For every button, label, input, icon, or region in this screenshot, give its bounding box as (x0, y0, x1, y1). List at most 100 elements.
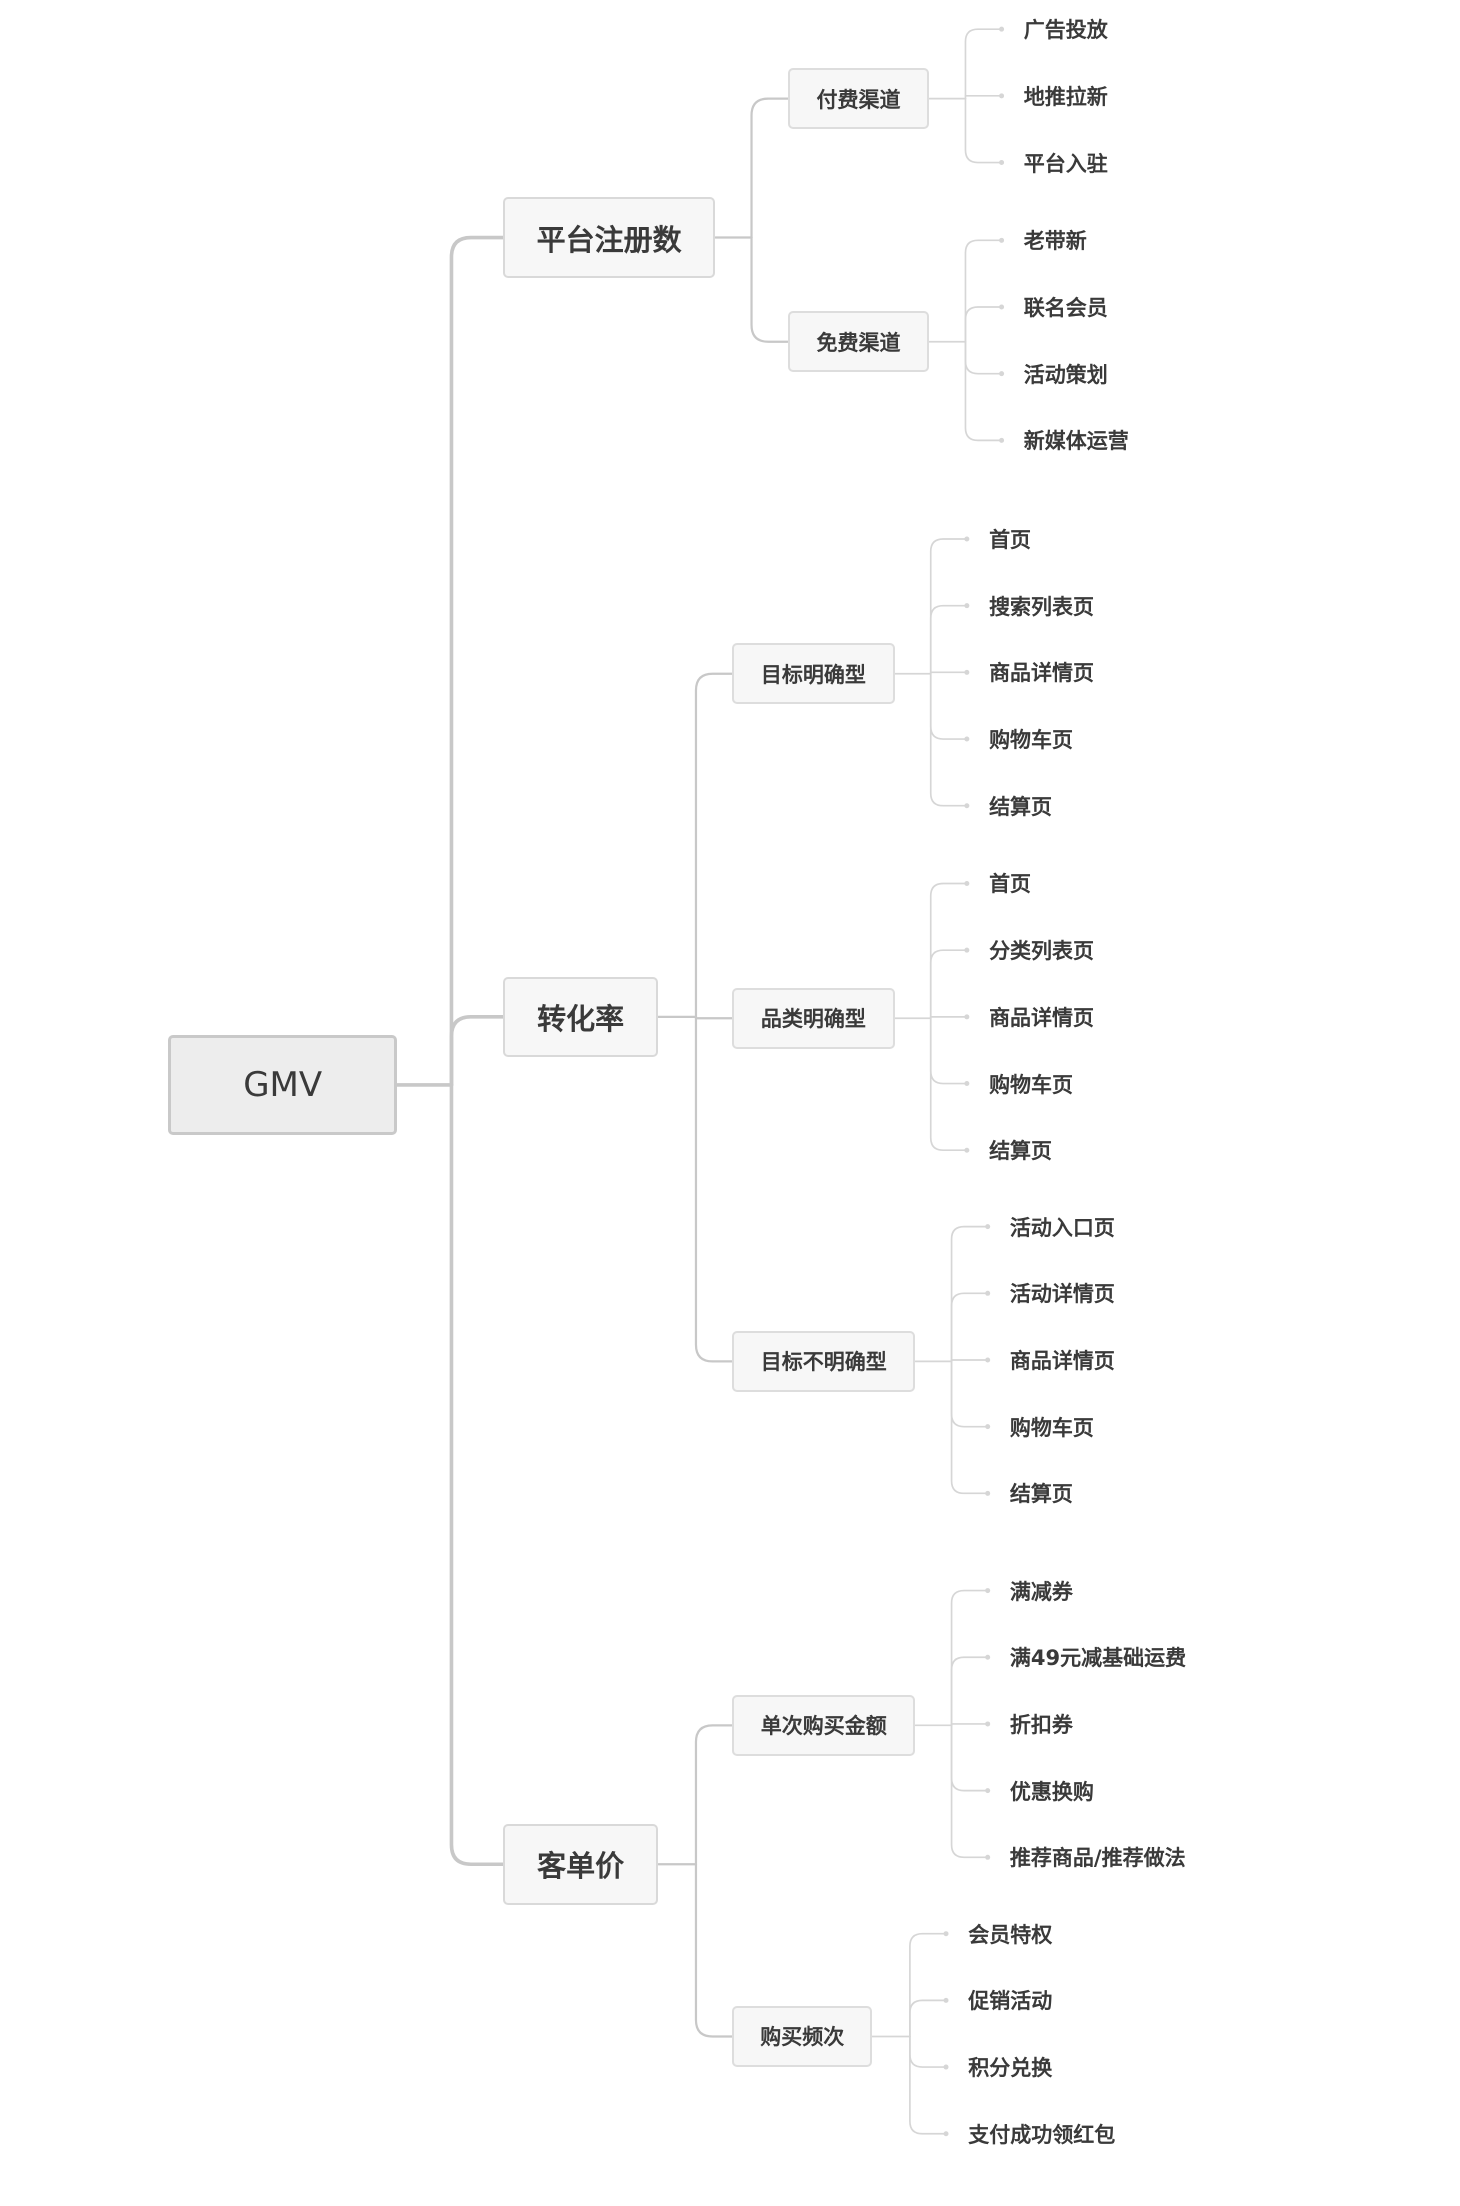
leaf-node: 联名会员 (1023, 295, 1108, 320)
connector-leaf-dot (985, 1424, 991, 1430)
connector-leaf-1-1-0 (929, 882, 968, 1020)
connector-leaf-dot (964, 803, 970, 809)
connector-leaf-dot (985, 1788, 991, 1794)
root-node-gmv: GMV (168, 1034, 398, 1135)
level2-node: 单次购买金额 (732, 1694, 916, 1756)
connector-leaf-dot (943, 1997, 949, 2003)
leaf-node: 购物车页 (989, 728, 1074, 753)
connector-leaf-1-0-0 (929, 538, 968, 675)
connector-leaf-dot (964, 536, 970, 542)
connector-leaf-1-1-3 (929, 1017, 968, 1085)
connector-leaf-0-1-1 (964, 306, 1003, 343)
connector-leaf-dot (985, 1588, 991, 1594)
connector-leaf-dot (943, 1931, 949, 1937)
connector-leaf-0-1-3 (964, 340, 1003, 442)
connector-leaf-1-1-1 (929, 949, 968, 1020)
leaf-node: 商品详情页 (989, 1005, 1095, 1030)
connector-leaf-0-0-0 (964, 28, 1003, 100)
connector-leaf-1-0-3 (929, 672, 968, 740)
connector-l1-to-l2-1-2 (694, 1015, 734, 1363)
connector-root-to-l1-1 (449, 1015, 505, 1087)
connector-leaf-dot (985, 1490, 991, 1496)
connector-leaf-dot (999, 437, 1005, 443)
connector-leaf-dot (999, 26, 1005, 32)
leaf-node: 购物车页 (1009, 1415, 1094, 1440)
leaf-node: 会员特权 (968, 1922, 1053, 1947)
connector-leaf-dot (964, 603, 970, 609)
level1-node: 转化率 (502, 976, 659, 1058)
connector-leaf-dot (999, 237, 1005, 243)
leaf-node: 推荐商品/推荐做法 (1009, 1846, 1186, 1871)
connector-leaf-1-2-1 (950, 1292, 989, 1363)
connector-leaf-dot (964, 1081, 970, 1087)
connector-leaf-0-1-0 (964, 239, 1003, 343)
connector-leaf-2-0-0 (950, 1589, 989, 1727)
connector-leaf-1-2-0 (950, 1225, 989, 1363)
leaf-node: 商品详情页 (989, 661, 1095, 686)
connector-leaf-dot (964, 669, 970, 675)
leaf-node: 优惠换购 (1009, 1779, 1094, 1804)
connector-leaf-dot (964, 736, 970, 742)
leaf-node: 结算页 (989, 1139, 1053, 1164)
connector-leaf-dot (985, 1654, 991, 1660)
connector-leaf-dot (943, 2064, 949, 2070)
connector-leaf-1-2-3 (950, 1360, 989, 1428)
connector-root-to-l1-2 (449, 1083, 505, 1867)
connector-l1-to-l2-0-1 (750, 236, 789, 343)
connector-leaf-dot (999, 93, 1005, 99)
connector-leaf-dot (985, 1721, 991, 1727)
leaf-node: 满减券 (1009, 1579, 1073, 1604)
leaf-node: 老带新 (1023, 229, 1087, 254)
connector-l1-to-l2-0-0 (750, 97, 789, 239)
connector-leaf-1-0-4 (929, 672, 968, 807)
leaf-node: 首页 (989, 872, 1032, 897)
connector-leaf-0-1-2 (964, 340, 1003, 375)
connector-leaf-dot (999, 160, 1005, 166)
connector-leaf-dot (999, 304, 1005, 310)
connector-leaf-dot (985, 1224, 991, 1230)
connector-leaf-dot (964, 1147, 970, 1153)
leaf-node: 广告投放 (1023, 18, 1108, 43)
level2-node: 目标不明确型 (732, 1330, 916, 1392)
level2-node: 目标明确型 (732, 643, 895, 705)
level1-node: 客单价 (502, 1823, 659, 1905)
level2-node: 购买频次 (732, 2005, 873, 2068)
connector-leaf-dot (964, 1014, 970, 1020)
leaf-node: 购物车页 (989, 1072, 1074, 1097)
leaf-node: 活动入口页 (1009, 1215, 1115, 1240)
leaf-node: 促销活动 (968, 1989, 1053, 2014)
connector-l1-to-l2-2-1 (694, 1863, 734, 2038)
connector-l1-to-l2-1-0 (694, 672, 734, 1018)
connector-leaf-dot (985, 1854, 991, 1860)
leaf-node: 结算页 (989, 794, 1053, 819)
connector-leaf-dot (999, 371, 1005, 377)
connector-leaf-2-1-1 (909, 1999, 947, 2038)
level2-node: 付费渠道 (787, 68, 930, 130)
connector-leaf-dot (943, 2131, 949, 2137)
connector-leaf-2-0-3 (950, 1724, 989, 1792)
connector-l1-to-l2-2-0 (694, 1724, 734, 1866)
leaf-node: 支付成功领红包 (968, 2122, 1116, 2147)
leaf-node: 平台入驻 (1023, 151, 1108, 176)
leaf-node: 搜索列表页 (989, 594, 1095, 619)
leaf-node: 新媒体运营 (1023, 429, 1129, 454)
leaf-node: 结算页 (1009, 1482, 1073, 1507)
level2-node: 免费渠道 (787, 311, 930, 373)
leaf-node: 积分兑换 (968, 2056, 1053, 2081)
connector-leaf-dot (964, 947, 970, 953)
leaf-node: 满49元减基础运费 (1009, 1646, 1187, 1671)
connector-leaf-2-1-3 (909, 2035, 947, 2135)
leaf-node: 活动详情页 (1009, 1282, 1115, 1307)
connector-leaf-1-2-4 (950, 1360, 989, 1495)
connector-leaf-1-0-1 (929, 604, 968, 675)
connector-leaf-0-0-2 (964, 97, 1003, 164)
connector-leaf-dot (964, 881, 970, 887)
level2-node: 品类明确型 (732, 987, 895, 1049)
leaf-node: 活动策划 (1023, 362, 1108, 387)
connector-root-to-l1-0 (449, 235, 505, 1087)
connector-leaf-2-0-4 (950, 1724, 989, 1859)
level1-node: 平台注册数 (502, 197, 716, 278)
connector-leaf-dot (985, 1290, 991, 1296)
